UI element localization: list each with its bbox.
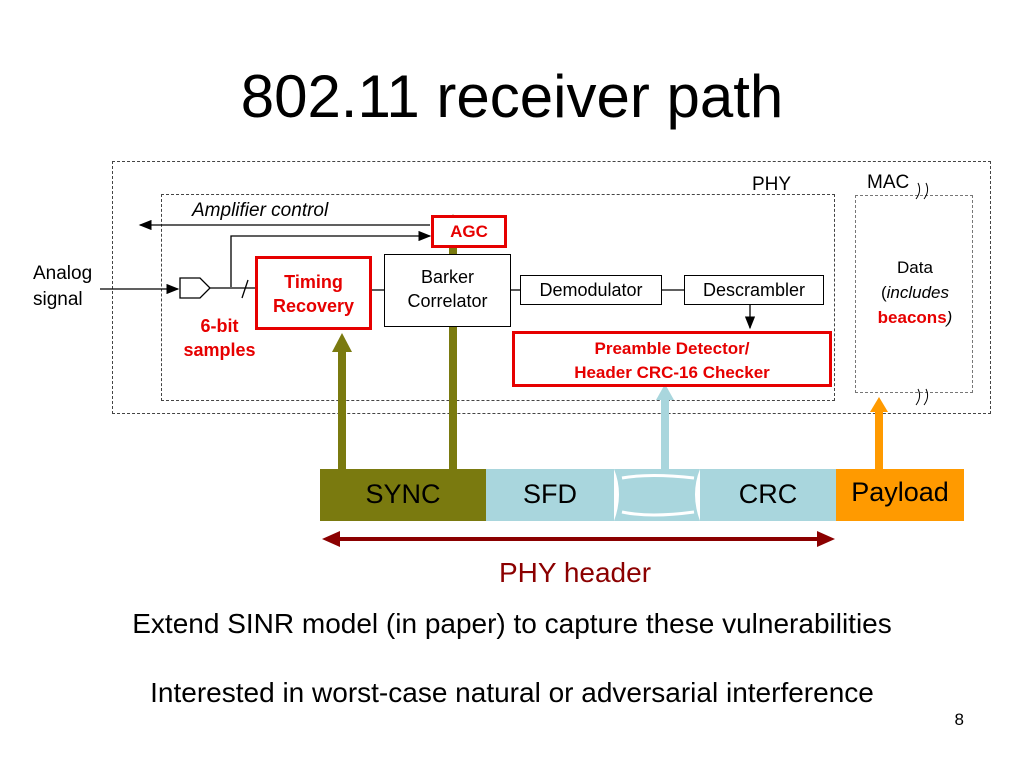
mac-box (855, 195, 973, 393)
analog-signal-label: Analog signal (33, 263, 93, 310)
bullet-2: Interested in worst-case natural or adve… (150, 677, 874, 708)
barker-label-2: Correlator (407, 291, 488, 311)
barker-correlator-box: Barker Correlator (384, 254, 511, 327)
timing-recovery-box: Timing Recovery (255, 256, 372, 330)
demodulator-label: Demodulator (539, 280, 643, 300)
barker-label-1: Barker (420, 267, 474, 287)
phy-box (161, 194, 835, 401)
frame-sync: SYNC (320, 469, 486, 521)
frame-payload: Payload (836, 469, 964, 521)
preamble-label-2: Header CRC-16 Checker (574, 363, 770, 382)
descrambler-label: Descrambler (702, 280, 806, 300)
bullet-1: Extend SINR model (in paper) to capture … (132, 608, 892, 639)
page-number: 8 (954, 710, 964, 729)
slide-title: 802.11 receiver path (240, 63, 784, 130)
frame-crc: CRC (700, 469, 836, 521)
agc-box: AGC (431, 215, 507, 248)
phy-header-label: PHY header (498, 557, 652, 588)
frame-sfd: SFD (486, 469, 614, 521)
preamble-label-1: Preamble Detector/ (594, 339, 750, 358)
amplifier-control-label: Amplifier control (192, 200, 329, 221)
mac-label: MAC (867, 172, 910, 193)
mac-data-label: Data (includes beacons) (877, 258, 953, 327)
phy-label: PHY (752, 174, 792, 195)
preamble-detector-box: Preamble Detector/ Header CRC-16 Checker (512, 331, 832, 387)
descrambler-box: Descrambler (684, 275, 824, 305)
agc-label: AGC (450, 222, 488, 241)
samples-label: 6-bit samples (183, 316, 256, 360)
timing-recovery-label-1: Timing (284, 272, 343, 292)
demodulator-box: Demodulator (520, 275, 662, 305)
timing-recovery-label-2: Recovery (272, 296, 355, 316)
receiver-outer-box (112, 161, 991, 414)
